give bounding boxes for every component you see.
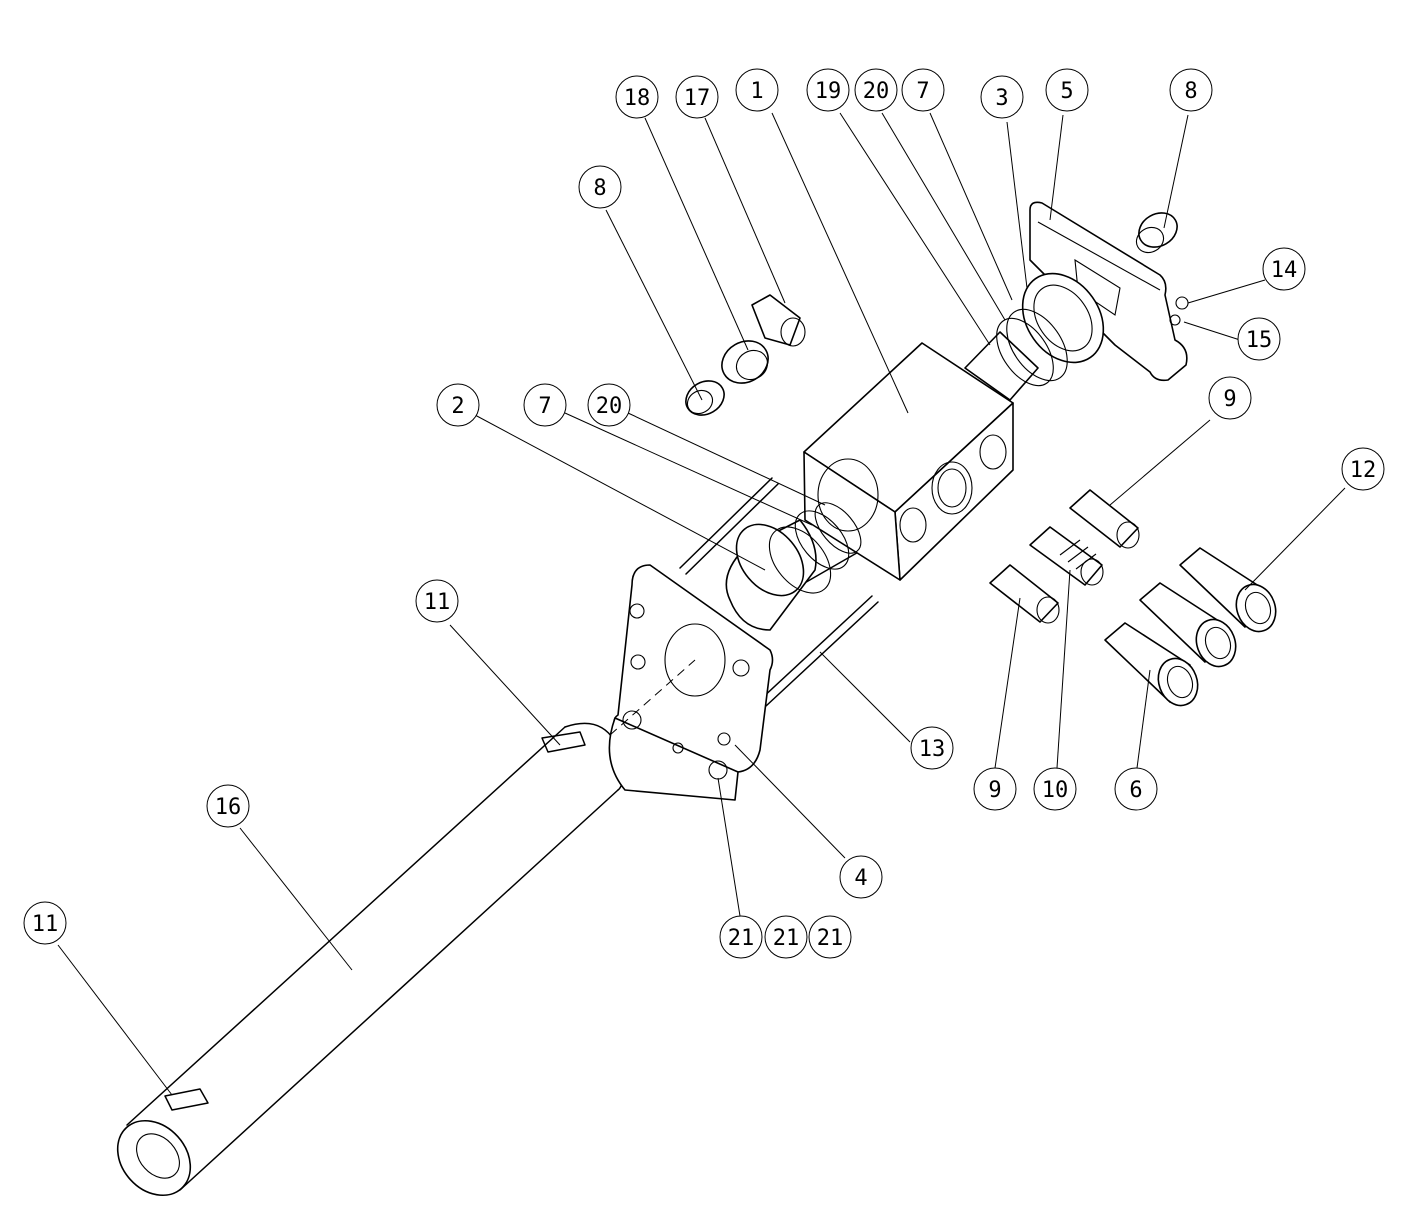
callout-label: 14: [1271, 258, 1298, 283]
callout-bubble: 7: [523, 383, 567, 427]
callout-bubble: 21: [719, 915, 763, 959]
callout-bubble: 13: [910, 726, 954, 770]
callout-bubble: 14: [1262, 247, 1306, 291]
callout-bubble: 3: [980, 75, 1024, 119]
callout-label: 16: [215, 795, 242, 820]
callout-label: 9: [1223, 387, 1236, 412]
callout-label: 7: [916, 79, 929, 104]
callout-label: 11: [32, 912, 59, 937]
callout-label: 21: [817, 926, 844, 951]
callout-label: 13: [919, 737, 946, 762]
callout-bubble: 4: [839, 855, 883, 899]
callout-bubble: 1: [735, 68, 779, 112]
callout-bubble: 5: [1045, 68, 1089, 112]
callout-label: 21: [773, 926, 800, 951]
valve-body-part: [803, 331, 1039, 581]
callout-bubble: 6: [1114, 767, 1158, 811]
callout-bubble: 9: [973, 767, 1017, 811]
hose-couplers: [1104, 547, 1277, 707]
callout-label: 20: [863, 79, 890, 104]
callout-bubble: 10: [1033, 767, 1077, 811]
leader-lines: [57, 112, 1346, 1096]
callout-bubble: 20: [587, 383, 631, 427]
callout-bubble: 12: [1341, 447, 1385, 491]
callout-label: 3: [995, 86, 1008, 111]
callout-label: 19: [815, 79, 842, 104]
callout-label: 15: [1246, 328, 1273, 353]
callout-label: 5: [1060, 79, 1073, 104]
callout-label: 17: [684, 86, 711, 111]
rear-mounting-plate: [996, 201, 1189, 387]
callout-bubble: 8: [1169, 68, 1213, 112]
callout-label: 21: [728, 926, 755, 951]
callout-label: 20: [596, 394, 623, 419]
callout-label: 2: [451, 394, 464, 419]
callout-label: 4: [854, 866, 867, 891]
callout-label: 6: [1129, 778, 1142, 803]
piston-assembly: [725, 502, 862, 631]
callout-label: 8: [1184, 79, 1197, 104]
callout-bubble: 20: [854, 68, 898, 112]
callout-bubble: 8: [578, 165, 622, 209]
callout-bubble: 21: [808, 915, 852, 959]
front-end-plate: [608, 564, 774, 801]
callout-label: 18: [624, 86, 651, 111]
callout-bubble: 19: [806, 68, 850, 112]
callout-bubble: 9: [1208, 376, 1252, 420]
callout-bubble: 15: [1237, 317, 1281, 361]
callout-label: 8: [593, 176, 606, 201]
port-fittings: [989, 489, 1140, 624]
callout-label: 10: [1042, 778, 1069, 803]
callout-label: 12: [1350, 458, 1377, 483]
tube-part: [116, 722, 624, 1197]
callout-bubble: 18: [615, 75, 659, 119]
callout-bubble: 7: [901, 68, 945, 112]
small-fittings: [685, 212, 1178, 416]
callout-label: 7: [538, 394, 551, 419]
callout-bubble: 16: [206, 784, 250, 828]
callout-bubble: 2: [436, 383, 480, 427]
callout-bubble: 17: [675, 75, 719, 119]
callout-label: 11: [424, 590, 451, 615]
callout-bubble: 11: [415, 579, 459, 623]
callout-bubble: 11: [23, 901, 67, 945]
callout-label: 9: [988, 778, 1001, 803]
callout-bubble: 21: [764, 915, 808, 959]
callout-label: 1: [750, 79, 763, 104]
